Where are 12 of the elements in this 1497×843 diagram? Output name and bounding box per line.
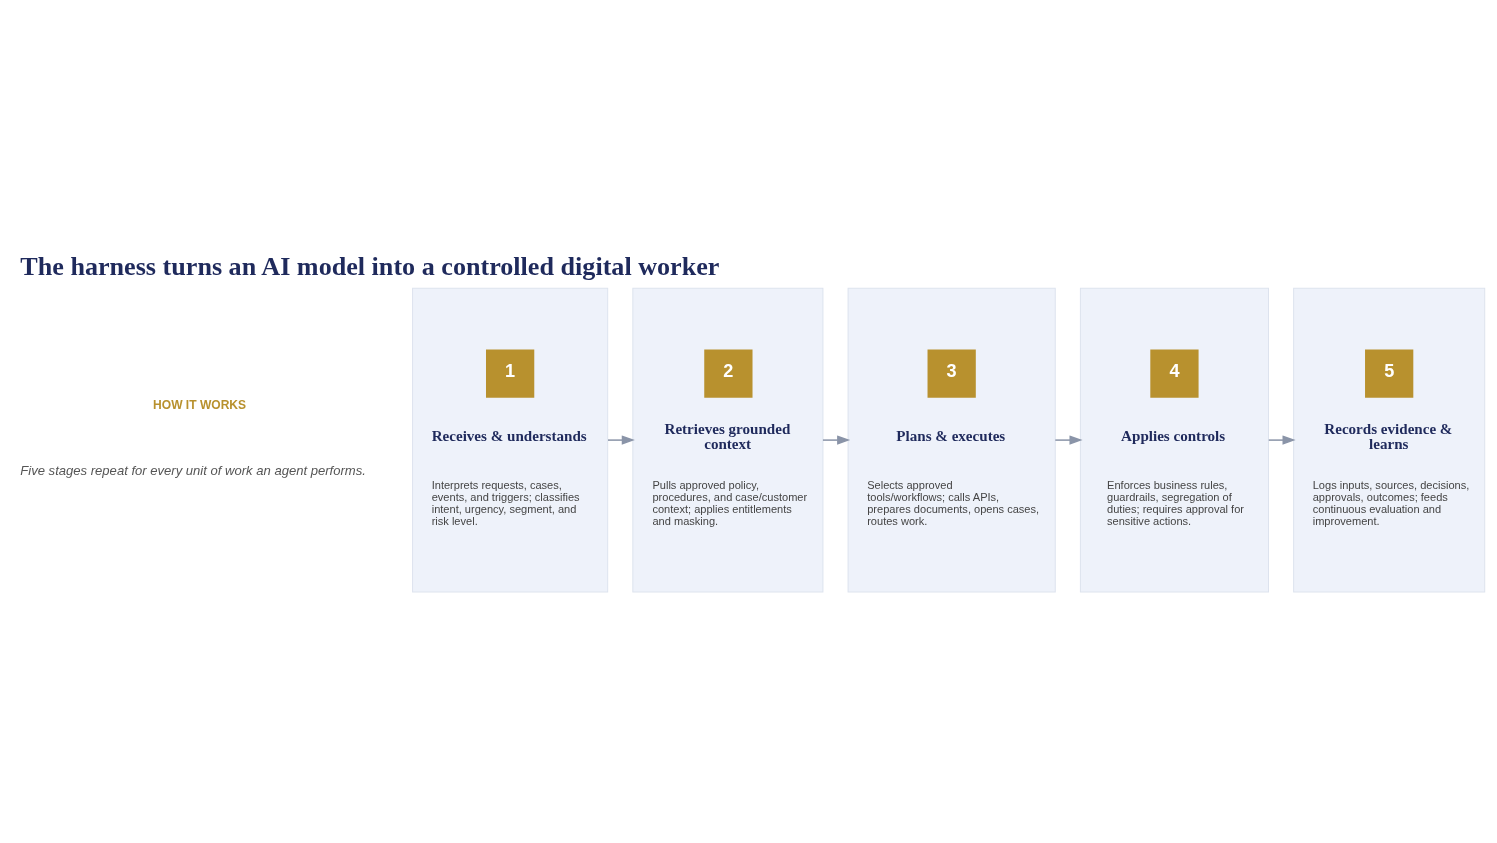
arrow [1268,435,1296,445]
arrow [1054,435,1083,445]
node-box: 2 Retrieves grounded context Pulls approved policy, procedures, and case/customer context; applies entitlements and masking. [632,287,824,593]
node-box: 5 Records evidence & learns Logs inputs, sources, decisions, approvals, outcomes; feeds continuous evaluation and improvement. [1293,287,1486,593]
label: Five stages repeat for every unit of work an agent performs. [20,462,366,478]
node-box: 3 Plans & executes Selects approved tools/workflows; calls APIs, prepares documents, opens cases, routes work. [847,287,1056,593]
node-box: 4 Applies controls Enforces business rules, guardrails, segregation of duties; requires approval for sensitive actions. [1079,287,1269,593]
diagram-title: The harness turns an AI model into a controlled digital worker [20,251,720,281]
arrow [607,435,635,445]
node-box: 1 Receives & understands Interprets requests, cases, events, and triggers; classifies intent, urgency, segment, and risk level. [412,287,609,593]
arrow [822,435,851,445]
label: HOW IT WORKS [153,398,247,413]
